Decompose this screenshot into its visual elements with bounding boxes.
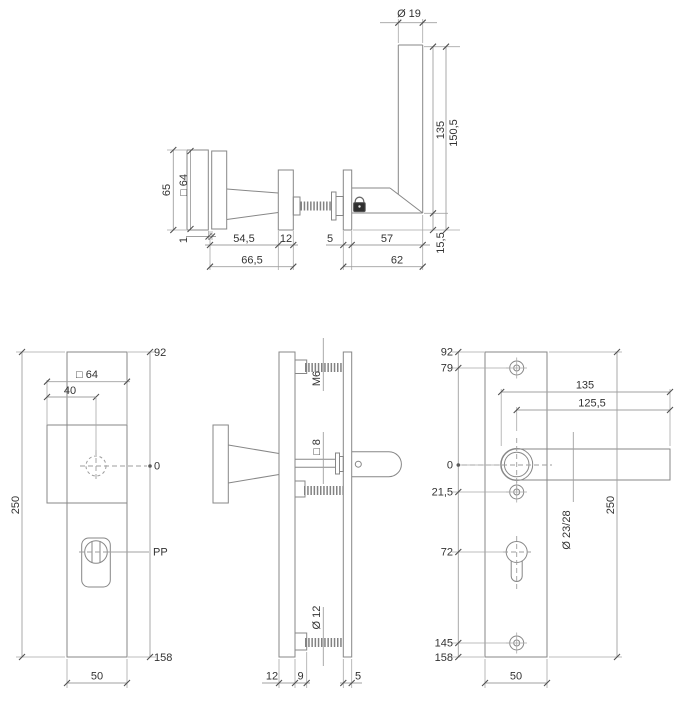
knob-head	[186, 149, 209, 231]
euro-cylinder-hole	[503, 536, 531, 590]
dim-label-9-edge: 9	[297, 671, 303, 683]
coord-label-92-right: 92	[441, 347, 453, 359]
coord-label-0-left: 0	[154, 461, 160, 473]
coord-label-79: 79	[441, 363, 453, 375]
outer-plate-edge	[278, 351, 296, 658]
set-screw	[354, 460, 362, 468]
coord-label-92-left: 92	[154, 347, 166, 359]
dim-label-250-right: 250	[605, 496, 617, 514]
dim-label-5-top: 5	[327, 233, 333, 245]
inner-plate-edge	[342, 351, 353, 658]
knob-rose	[211, 150, 228, 230]
outer-plate-top	[277, 169, 294, 231]
dim-label-40: 40	[64, 385, 76, 397]
lever-edge	[351, 451, 402, 478]
inner-plate-top	[342, 169, 353, 231]
dim-label-15-5: 15,5	[435, 232, 447, 253]
dim-label-dia19: Ø 19	[397, 8, 421, 20]
dim-label-50-right: 50	[510, 671, 522, 683]
screw-21-5	[506, 481, 527, 503]
dim-label-square8: □ 8	[311, 439, 323, 455]
dim-label-12-edge: 12	[266, 671, 278, 683]
outside-face-view: PP □ 64 40 250 92 0 158	[10, 347, 172, 688]
dim-label-dia12: Ø 12	[311, 606, 323, 630]
coord-label-21-5: 21,5	[432, 487, 453, 499]
padlock-icon	[353, 196, 366, 213]
inner-plate-face	[484, 351, 548, 658]
lever-face	[500, 448, 671, 481]
lever-handle-top	[351, 44, 424, 214]
knob-edge	[212, 424, 229, 504]
dim-label-5-edge: 5	[355, 671, 361, 683]
dim-label-65: 65	[161, 184, 173, 196]
dim-label-square64-top: □ 64	[178, 174, 190, 196]
dim-label-125-5: 125,5	[578, 398, 606, 410]
dim-label-50-left: 50	[91, 671, 103, 683]
dim-label-m6: M6	[311, 371, 323, 386]
rose-inner	[503, 451, 530, 478]
dim-label-square64-face: □ 64	[76, 369, 98, 381]
coord-label-158-right: 158	[435, 652, 453, 664]
dim-label-1: 1	[178, 237, 190, 243]
inside-face-view: 92 79 0 21,5 72 145 158 135 125,5 Ø 23/2…	[432, 347, 674, 688]
coord-label-72: 72	[441, 547, 453, 559]
top-view: Ø 19 135 150,5 15,5 65 □ 64 1	[161, 8, 460, 271]
dim-label-54-5: 54,5	[233, 233, 254, 245]
dim-label-135: 135	[435, 121, 447, 139]
outer-plate-face	[66, 351, 128, 658]
dim-label-62: 62	[391, 255, 403, 267]
screw-79	[506, 357, 527, 379]
dim-label-66-5: 66,5	[241, 255, 262, 267]
dim-label-57: 57	[381, 233, 393, 245]
label-pp: PP	[153, 547, 168, 559]
edge-view: M6 □ 8 Ø 12 12 9 5	[212, 338, 402, 688]
dim-label-150-5: 150,5	[448, 119, 460, 147]
dim-label-dia23-28: Ø 23/28	[561, 510, 573, 549]
dim-label-250-left: 250	[10, 496, 22, 514]
dim-label-135-lever: 135	[576, 380, 594, 392]
dim-label-12-top: 12	[280, 233, 292, 245]
square-rose	[46, 424, 128, 504]
screw-145	[506, 632, 527, 654]
coord-label-0-right: 0	[447, 460, 453, 472]
coord-label-145: 145	[435, 638, 453, 650]
coord-label-158-left: 158	[154, 652, 172, 664]
cylinder-guard	[79, 537, 113, 588]
